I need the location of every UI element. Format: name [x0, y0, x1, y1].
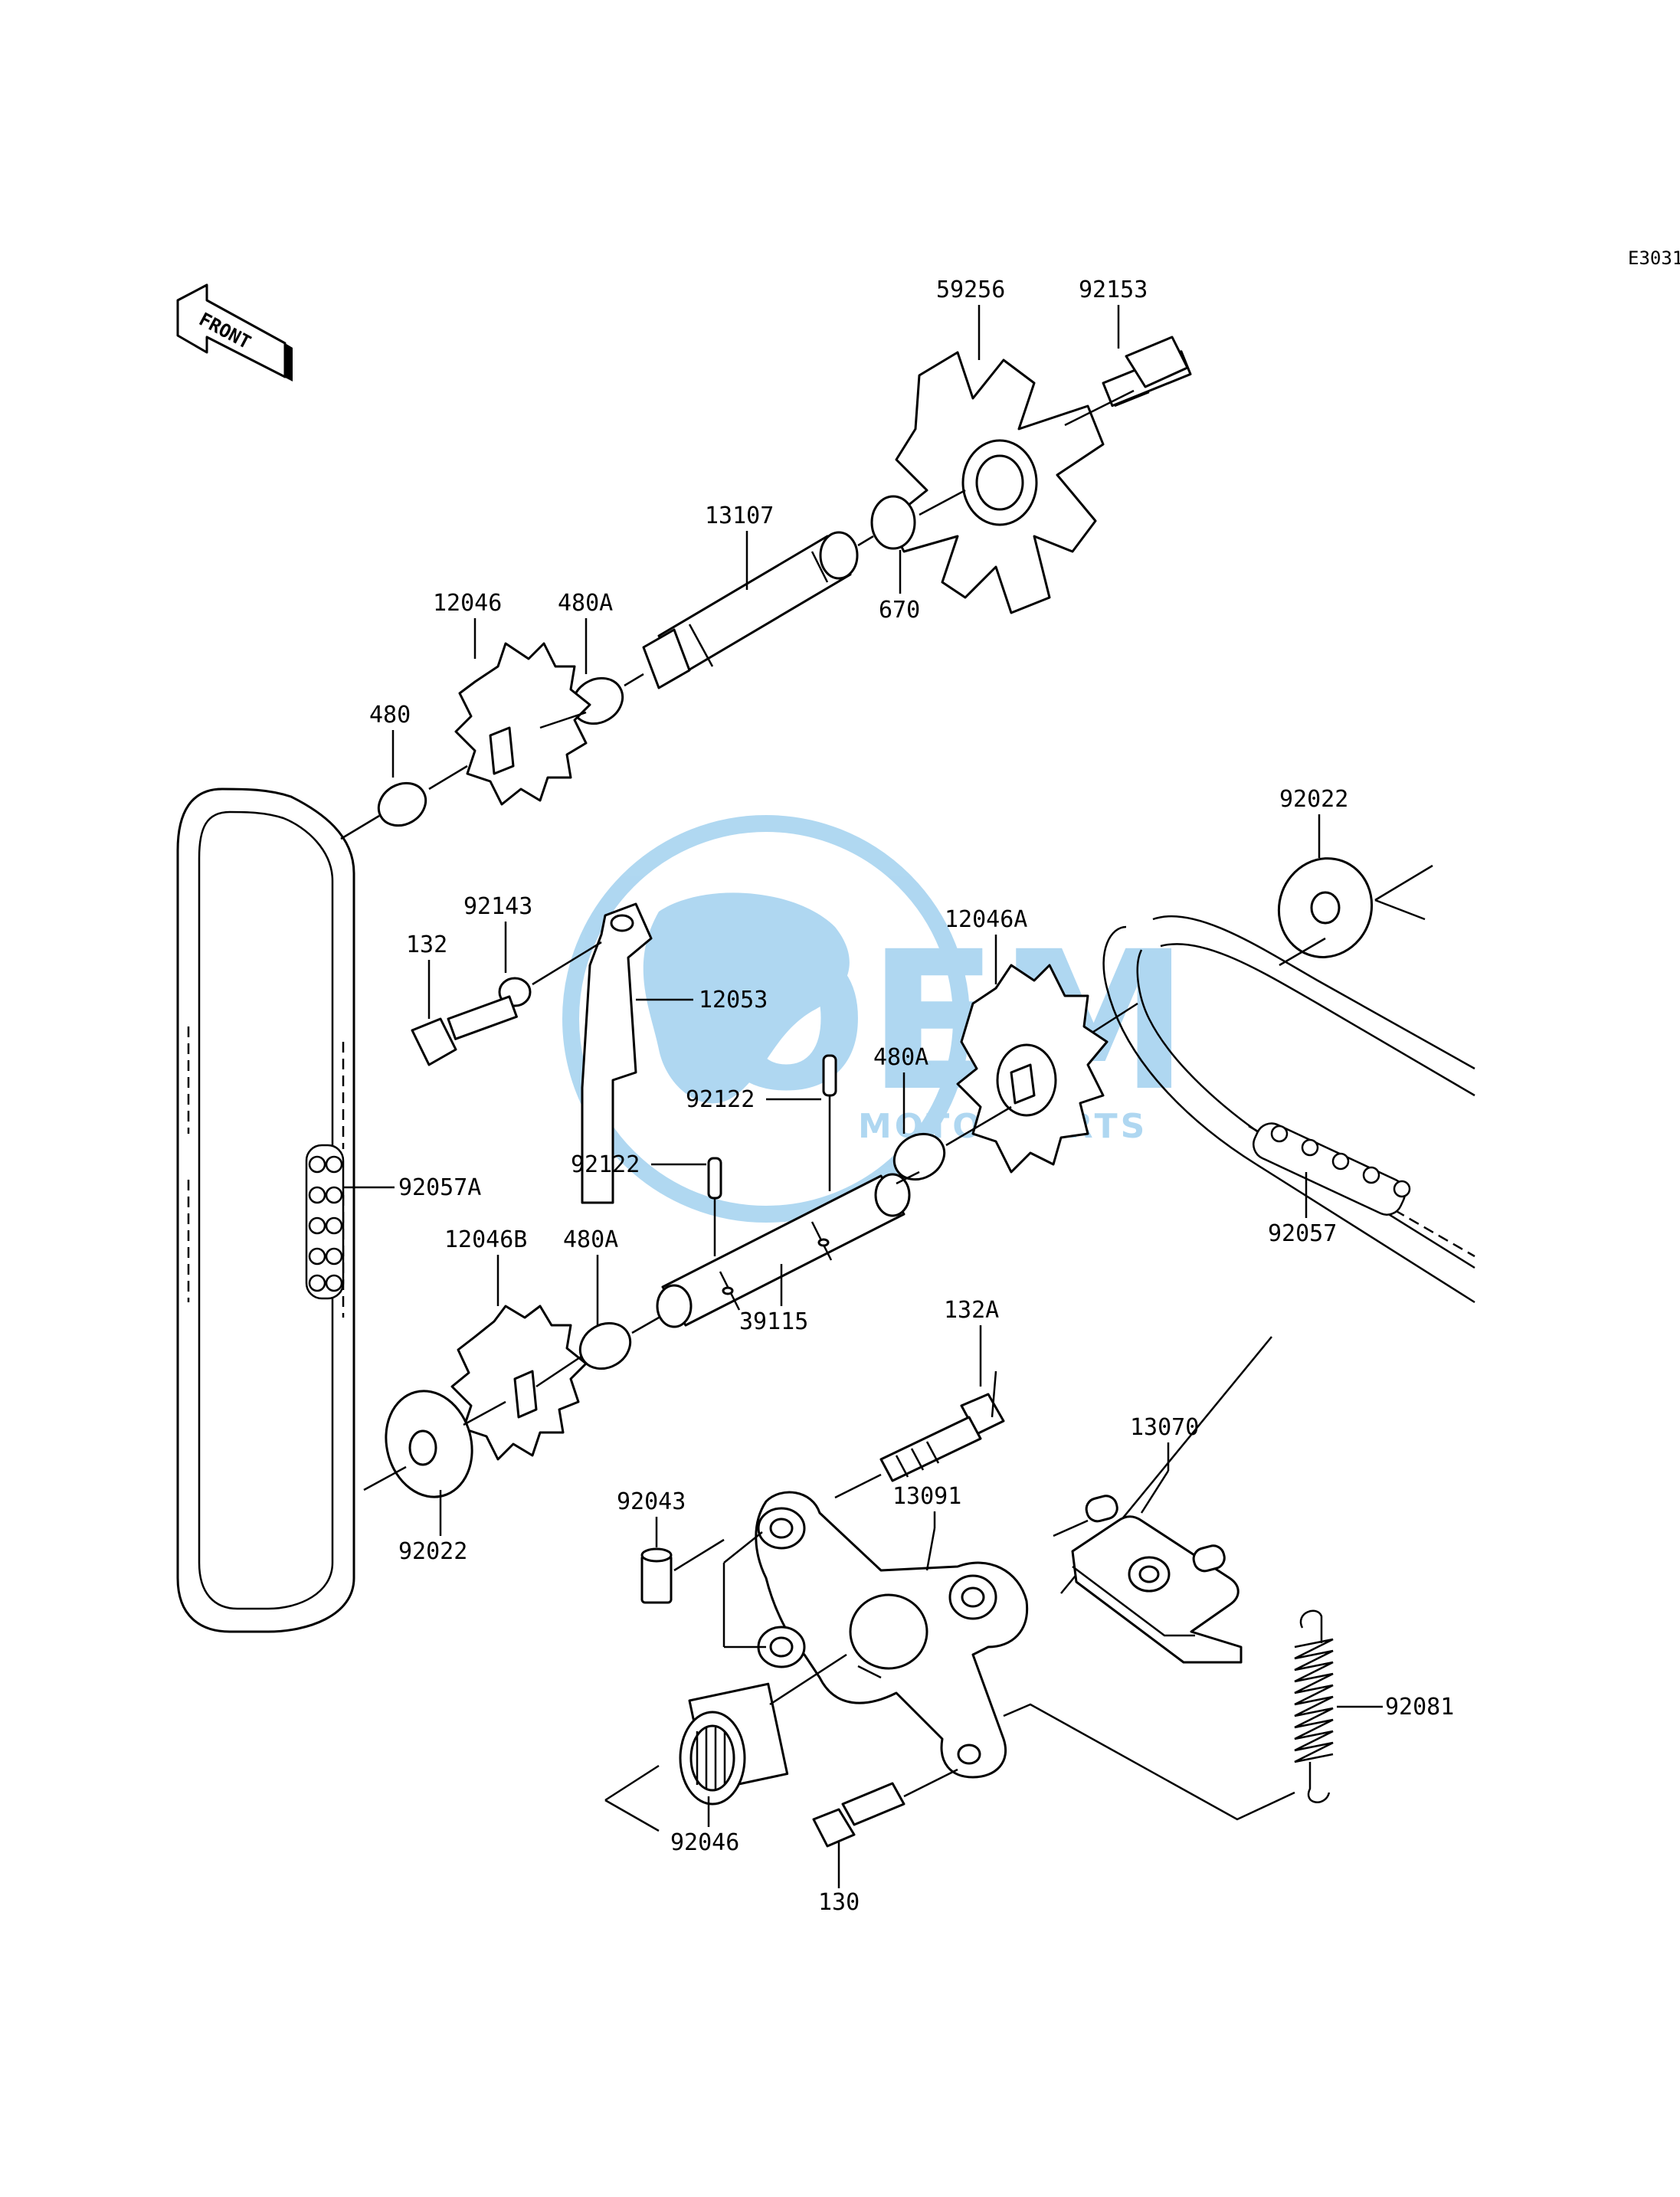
bolt-132 — [411, 995, 518, 1066]
washer-92022-left — [385, 1390, 473, 1498]
callout-label: 92143 — [463, 893, 532, 920]
chain-joint-92057a — [305, 1144, 345, 1300]
callout-label: 670 — [879, 597, 920, 624]
callout-label: 12046B — [444, 1226, 527, 1253]
callout-label: 480A — [563, 1226, 618, 1253]
bolt-132a — [879, 1393, 1005, 1482]
collar-92043 — [640, 1547, 673, 1604]
callout-670: 670 — [879, 550, 920, 624]
pin-92122-upper — [822, 1054, 837, 1097]
snap-ring-480 — [377, 781, 427, 827]
track-sprocket-59256 — [887, 351, 1105, 614]
sprocket-12046 — [454, 642, 591, 806]
callout-480: 480 — [369, 702, 411, 778]
callout-480a-top: 480A — [558, 590, 613, 674]
callout-39115: 39115 — [739, 1264, 808, 1335]
callout-label: 132A — [944, 1297, 999, 1324]
drive-chain-left — [176, 787, 355, 1633]
callout-label: 12046 — [433, 590, 502, 617]
washer-92022-right — [1277, 857, 1374, 958]
callout-132a: 132A — [944, 1297, 999, 1387]
callout-label: 92081 — [1385, 1694, 1454, 1721]
callout-92122-lower: 92122 — [571, 1151, 706, 1178]
callout-label: 92046 — [670, 1829, 739, 1856]
bearing-92046 — [679, 1682, 789, 1806]
o-ring-670 — [870, 495, 916, 550]
callout-label: 92122 — [571, 1151, 640, 1178]
callout-92122-upper: 92122 — [686, 1086, 821, 1113]
callout-59256: 59256 — [936, 277, 1005, 360]
diagram-code: E3031 — [1628, 247, 1680, 269]
sprocket-12046b — [450, 1305, 588, 1461]
slider-plate-13070 — [1071, 1495, 1243, 1664]
sprocket-12046a — [956, 964, 1109, 1174]
callout-480a-low: 480A — [563, 1226, 618, 1325]
callout-label: 480 — [369, 702, 411, 729]
spring-92081 — [1294, 1609, 1334, 1803]
callout-480a-mid: 480A — [873, 1044, 928, 1134]
callout-92046: 92046 — [670, 1796, 739, 1856]
callout-13091: 13091 — [892, 1483, 961, 1528]
bolt-92153 — [1102, 336, 1192, 408]
callout-label: 13070 — [1130, 1414, 1199, 1441]
shaft-39115 — [656, 1173, 911, 1328]
callout-92143: 92143 — [463, 893, 532, 973]
callout-label: 13107 — [705, 503, 774, 529]
pin-92122-lower — [707, 1157, 722, 1200]
bolt-130 — [812, 1782, 905, 1848]
callout-label: 12046A — [945, 906, 1027, 933]
callout-label: 92043 — [617, 1488, 686, 1515]
front-arrow-icon: FRONT — [176, 283, 293, 381]
callout-label: 39115 — [739, 1308, 808, 1335]
callout-92022-left: 92022 — [398, 1490, 467, 1565]
callout-label: 59256 — [936, 277, 1005, 303]
callout-92057: 92057 — [1268, 1172, 1337, 1247]
callout-label: 92122 — [686, 1086, 755, 1113]
callout-label: 130 — [818, 1889, 860, 1916]
tensioner-arm-12053 — [581, 902, 653, 1204]
callout-12046: 12046 — [433, 590, 502, 659]
callout-132: 132 — [406, 932, 447, 1019]
callout-label: 92057 — [1268, 1220, 1337, 1247]
callout-130: 130 — [818, 1842, 860, 1916]
callout-92081: 92081 — [1337, 1694, 1454, 1721]
callout-label: 92057A — [398, 1174, 481, 1201]
callout-12053: 12053 — [636, 987, 768, 1013]
callout-label: 12053 — [699, 987, 768, 1013]
callout-label: 13091 — [892, 1483, 961, 1510]
callout-13107: 13107 — [705, 503, 774, 590]
callout-92153: 92153 — [1079, 277, 1148, 349]
callout-12046b: 12046B — [444, 1226, 527, 1306]
callout-92043: 92043 — [617, 1488, 686, 1547]
chain-joint-92057 — [1253, 1122, 1411, 1216]
callout-92022-right: 92022 — [1279, 786, 1348, 858]
callout-12046a: 12046A — [945, 906, 1027, 984]
callout-label: 480A — [558, 590, 613, 617]
callout-label: 92022 — [398, 1538, 467, 1565]
callout-label: 480A — [873, 1044, 928, 1071]
shaft-13107 — [642, 531, 859, 689]
snap-ring-480a-low — [578, 1321, 632, 1370]
callout-92057a: 92057A — [343, 1174, 481, 1201]
callout-13070: 13070 — [1130, 1414, 1199, 1471]
callout-label: 132 — [406, 932, 447, 958]
bracket-13091 — [755, 1491, 1029, 1779]
snap-ring-480a-mid — [892, 1132, 946, 1181]
callout-label: 92022 — [1279, 786, 1348, 813]
oem-watermark: OEM MOTORPARTS — [562, 815, 1189, 1223]
callout-label: 92153 — [1079, 277, 1148, 303]
